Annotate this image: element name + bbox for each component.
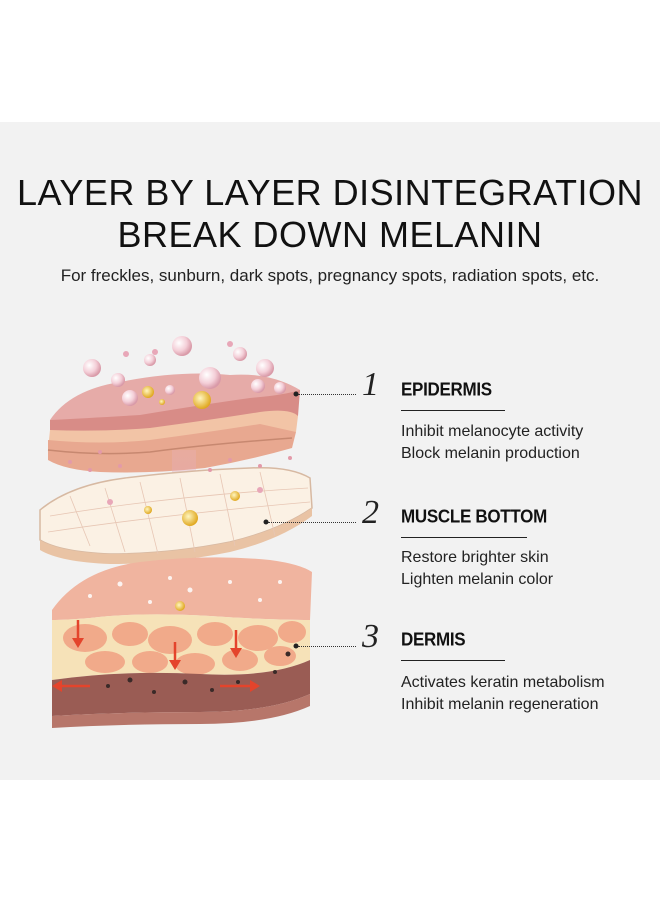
connector-line-1	[298, 394, 356, 395]
layer-3-underline	[401, 660, 505, 661]
layer-2-underline	[401, 537, 527, 538]
dermis-layer	[52, 557, 312, 728]
layer-3-desc-line1: Activates keratin metabolism	[401, 674, 605, 691]
layer-1-underline	[401, 410, 505, 411]
layer-3-name: DERMIS	[401, 629, 466, 650]
layer-1-desc-line2: Block melanin production	[401, 445, 580, 462]
layer-2-desc-line2: Lighten melanin color	[401, 571, 554, 588]
layer-2-number: 2	[362, 494, 379, 531]
muscle-bottom-layer	[39, 466, 313, 564]
epidermis-layer	[47, 373, 300, 473]
layer-1-name: EPIDERMIS	[401, 379, 492, 400]
layer-2-desc-line1: Restore brighter skin	[401, 549, 549, 566]
layer-2-name: MUSCLE BOTTOM	[401, 506, 547, 527]
red-arrows	[52, 620, 260, 692]
page-title-line1: LAYER BY LAYER DISINTEGRATION	[17, 172, 643, 213]
page-title-line2: BREAK DOWN MELANIN	[117, 214, 543, 255]
skin-layers-illustration	[39, 336, 313, 728]
layer-3-number: 3	[362, 618, 379, 655]
connector-line-2	[268, 522, 356, 523]
scattered-dots	[68, 450, 292, 472]
layer-1-number: 1	[362, 366, 379, 403]
layer-1-desc-line1: Inhibit melanocyte activity	[401, 423, 584, 440]
page-subtitle: For freckles, sunburn, dark spots, pregn…	[60, 266, 600, 285]
layer-3-desc-line2: Inhibit melanin regeneration	[401, 696, 599, 713]
melanin-bubbles	[83, 336, 286, 409]
connector-line-3	[298, 646, 356, 647]
